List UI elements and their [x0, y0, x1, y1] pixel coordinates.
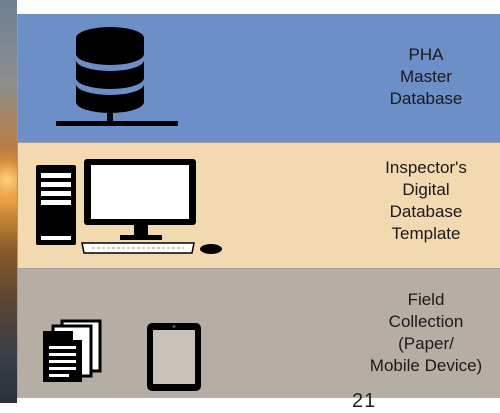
paper-documents-icon: [40, 319, 106, 385]
desktop-computer-icon: [36, 159, 236, 259]
background-photo-strip: [0, 0, 17, 403]
inspector-template-label: Inspector's Digital Database Template: [385, 158, 467, 243]
database-server-icon: [56, 24, 186, 136]
field-collection-label: Field Collection (Paper/ Mobile Device): [369, 290, 483, 375]
data-flow-diagram: PHA Master Database Inspector's Digital …: [17, 14, 500, 398]
tier-master-database: PHA Master Database: [18, 14, 500, 143]
master-database-label: PHA Master Database: [389, 45, 463, 108]
sunset-glow: [0, 150, 17, 210]
tier-field-collection: Field Collection (Paper/ Mobile Device): [18, 269, 500, 398]
tier-inspector-template: Inspector's Digital Database Template: [18, 143, 500, 269]
tablet-icon: [146, 322, 202, 392]
slide-page-number: 21: [352, 390, 377, 412]
